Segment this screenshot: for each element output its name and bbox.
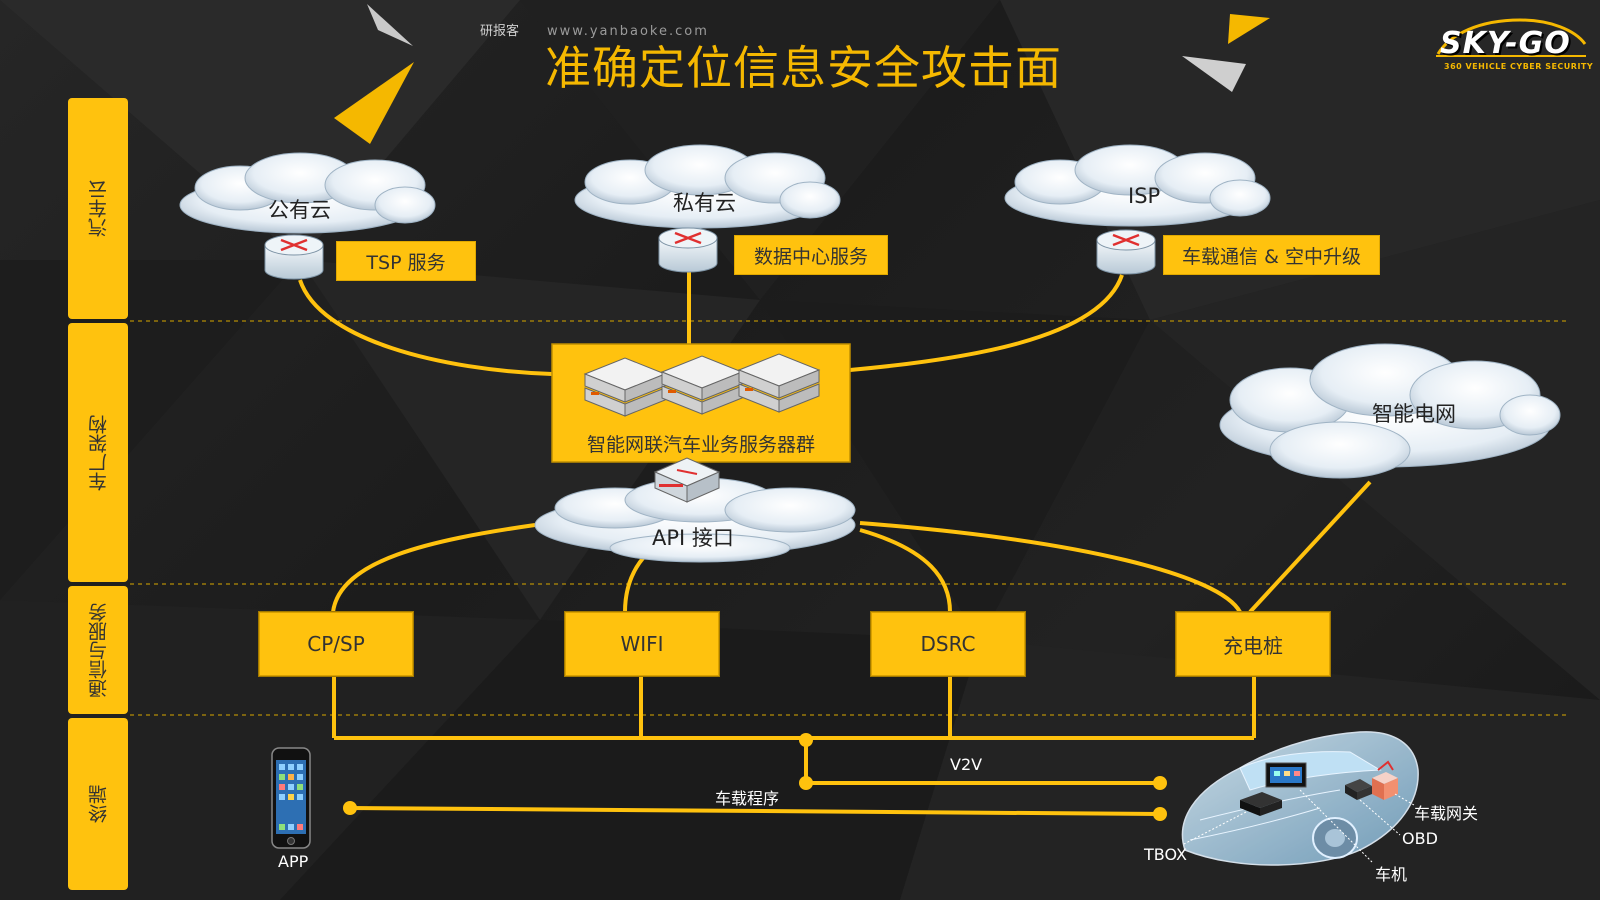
service-label-datacenter: 数据中心服务	[734, 235, 888, 275]
link-public-server	[298, 279, 553, 376]
app-link-label: 车载程序	[715, 789, 780, 808]
gateway-icon	[1372, 760, 1398, 800]
car-part-label-headunit: 车机	[1375, 865, 1408, 884]
channel-box-cpsp: CP/SP	[259, 612, 413, 676]
service-label-tsp: TSP 服务	[336, 241, 476, 281]
channel-box-dsrc: DSRC	[871, 612, 1025, 676]
app-label: APP	[278, 852, 309, 871]
cloud-grid-shape	[1219, 343, 1561, 479]
logo-text: SKY-GO	[1440, 26, 1571, 61]
car-part-label-gateway: 车载网关	[1414, 804, 1479, 823]
phone-icon	[271, 747, 311, 849]
server-stack-icons	[583, 353, 821, 417]
cloud-isp-shape	[1004, 144, 1271, 227]
cloud-grid-label: 智能电网	[1372, 402, 1456, 426]
firewall-icon	[653, 457, 721, 503]
deco-triangle-yellow-1	[334, 62, 414, 144]
watermark-brand: 研报客	[480, 24, 520, 39]
cloud-private-shape	[574, 144, 841, 229]
layer-label-terminal: 终端	[68, 718, 128, 890]
watermark: 研报客 www.yanbaoke.com	[480, 20, 709, 39]
link-grid-charger	[1248, 480, 1372, 614]
cloud-public-label: 公有云	[268, 198, 331, 222]
link-api-dsrc	[859, 528, 952, 613]
obd-icon	[1345, 779, 1372, 800]
cloud-api-shape	[534, 477, 856, 563]
watermark-url: www.yanbaoke.com	[547, 24, 709, 39]
v2v-label: V2V	[950, 755, 983, 774]
car-icon	[1181, 731, 1419, 866]
layer-separators	[130, 320, 1570, 716]
channel-box-wifi: WIFI	[565, 612, 719, 676]
cloud-api-label: API 接口	[652, 526, 734, 550]
layer-label-oem: 车厂架构	[68, 323, 128, 582]
car-part-label-obd: OBD	[1402, 829, 1438, 848]
page-title: 准确定位信息安全攻击面	[545, 41, 1062, 95]
head-unit-icon	[1265, 762, 1307, 788]
router-icon-isp	[1096, 229, 1156, 275]
car-callout-lines	[1181, 789, 1415, 863]
router-icon-private	[658, 227, 718, 273]
deco-triangle-gray-2	[1182, 56, 1246, 92]
connection-dots	[343, 733, 1167, 821]
cloud-public-shape	[179, 152, 436, 234]
app-line	[349, 806, 1161, 816]
router-icon-public	[264, 234, 324, 280]
link-api-cpsp	[331, 523, 536, 613]
cloud-private-label: 私有云	[673, 191, 736, 215]
layer-label-comm: 通信与服务	[68, 586, 128, 714]
logo-car-outline	[1436, 18, 1587, 57]
logo-tagline: 360 VEHICLE CYBER SECURITY	[1444, 62, 1594, 71]
car-part-label-tbox: TBOX	[1144, 845, 1187, 864]
link-isp-server	[849, 274, 1124, 372]
link-api-charger	[859, 521, 1242, 614]
channel-box-charger: 充电桩	[1176, 612, 1330, 676]
layer-label-cloud: 汽车云	[68, 98, 128, 319]
server-cluster-label: 智能网联汽车业务服务器群	[586, 434, 815, 456]
service-label-isp: 车载通信 & 空中升级	[1163, 235, 1380, 275]
deco-triangle-yellow-2	[1228, 14, 1270, 44]
cloud-isp-label: ISP	[1128, 184, 1161, 208]
logo: SKY-GO 360 VEHICLE CYBER SECURITY	[1430, 12, 1594, 72]
tbox-icon	[1240, 792, 1282, 816]
deco-triangle-gray-1	[367, 4, 413, 46]
